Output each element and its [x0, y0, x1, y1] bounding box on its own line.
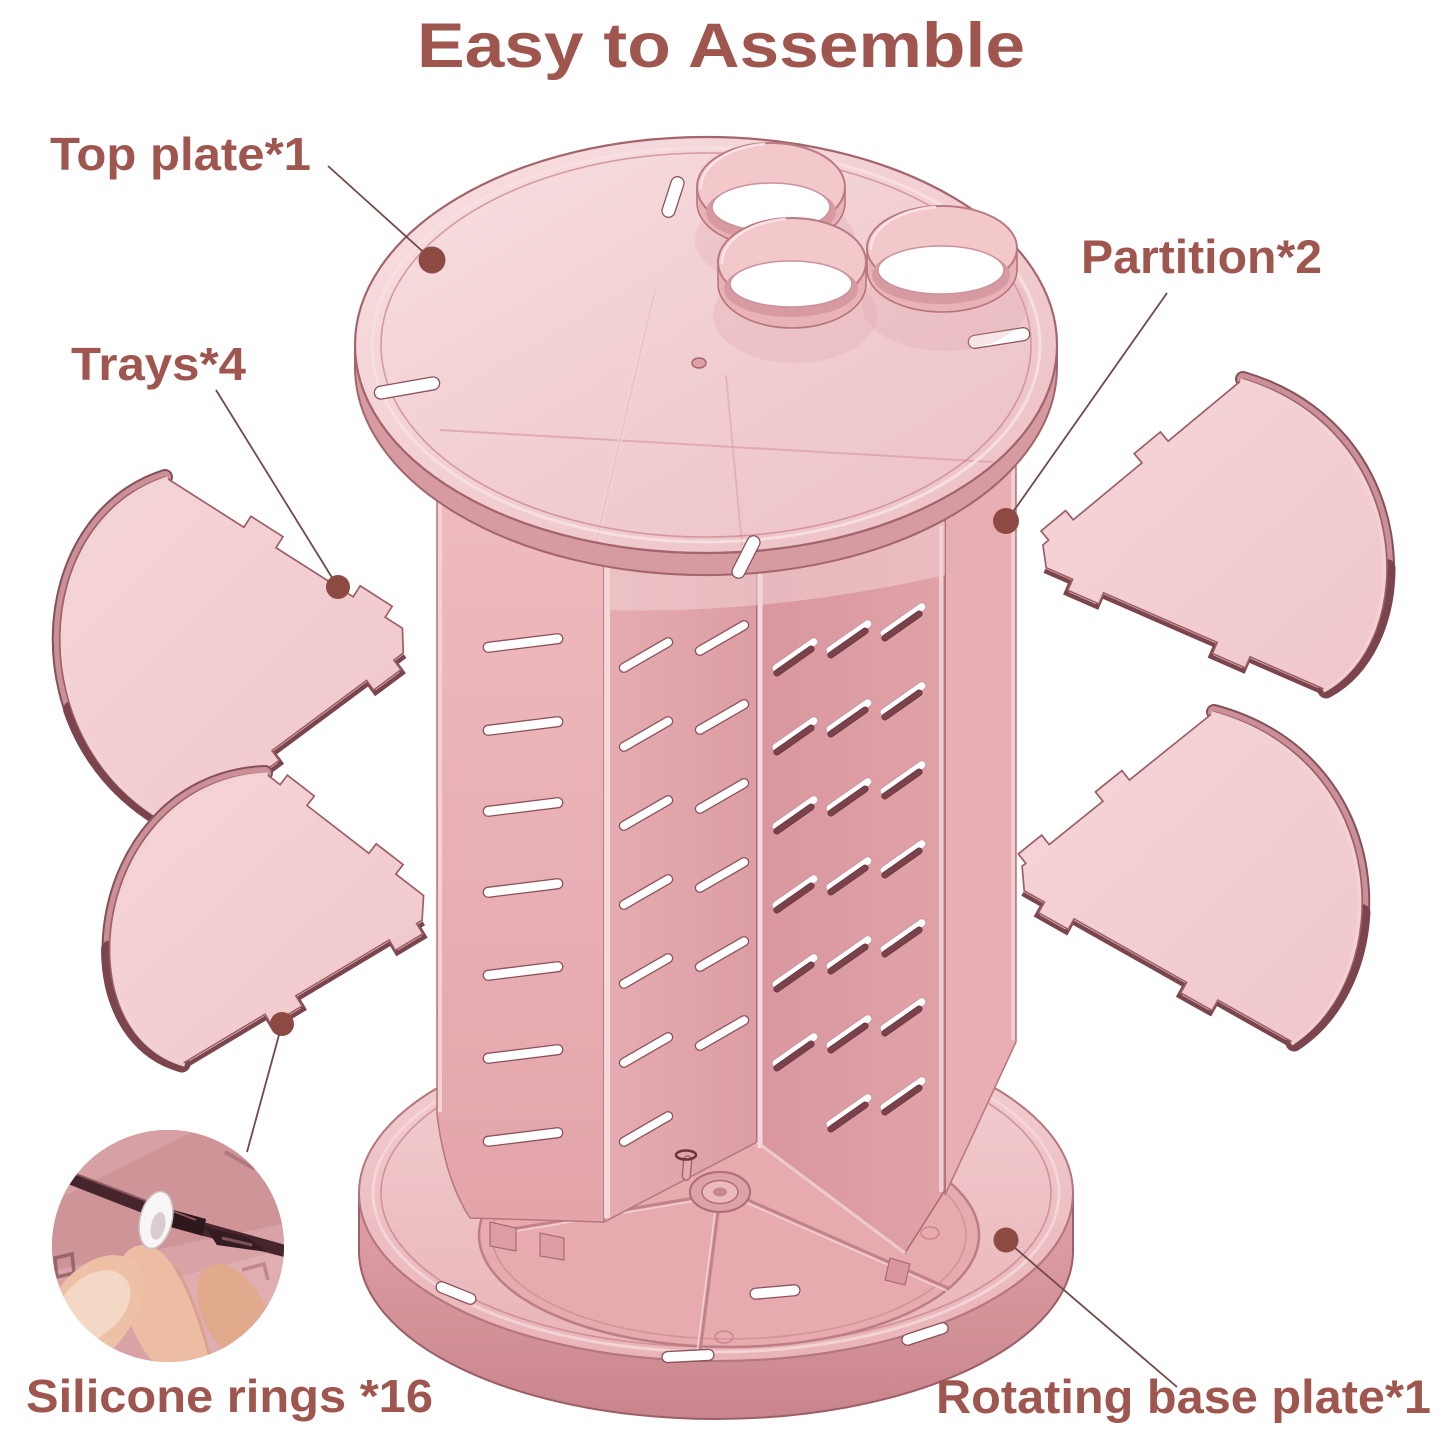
- svg-text:Partition*2: Partition*2: [1081, 230, 1322, 283]
- svg-text:Trays*4: Trays*4: [71, 338, 246, 390]
- svg-text:Silicone rings *16: Silicone rings *16: [26, 1370, 433, 1422]
- svg-text:Easy to Assemble: Easy to Assemble: [417, 11, 1025, 81]
- svg-text:Top plate*1: Top plate*1: [50, 128, 311, 180]
- svg-text:Rotating base plate*1: Rotating base plate*1: [936, 1370, 1431, 1423]
